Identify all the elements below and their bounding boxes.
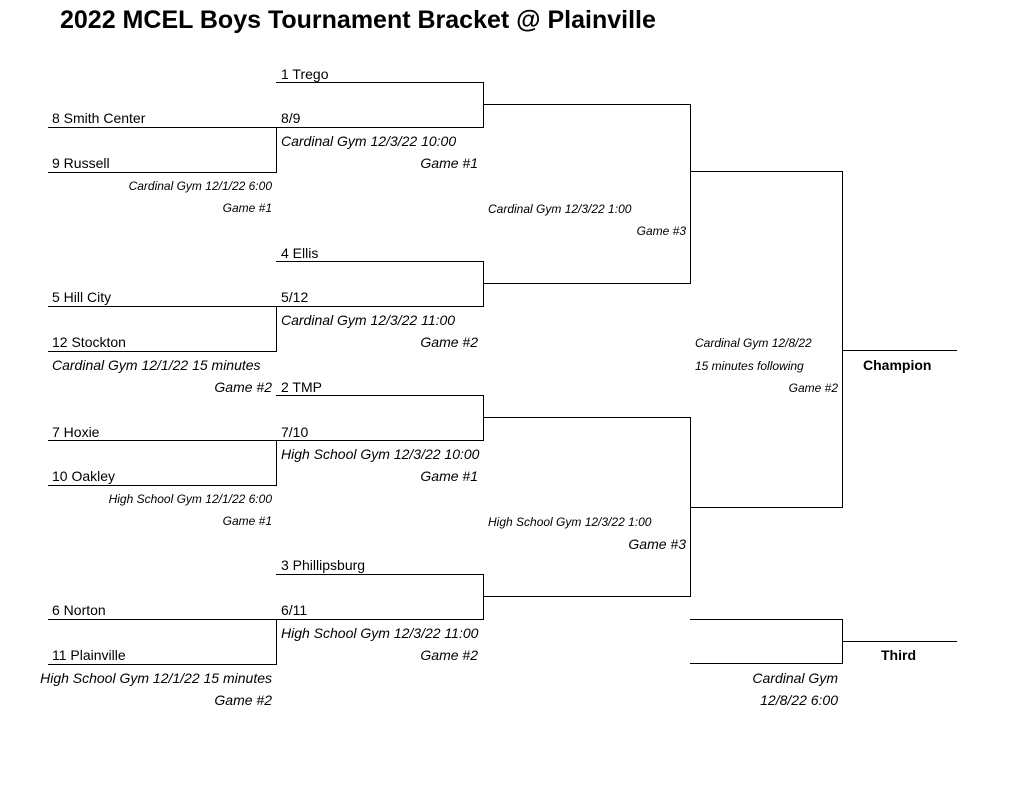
game-location: High School Gym 12/1/22 15 minutes (40, 670, 272, 686)
bracket-line (276, 82, 484, 83)
bracket-connector (276, 440, 277, 485)
game-number: Game #3 (628, 536, 686, 552)
game-location: High School Gym 12/3/22 1:00 (488, 515, 652, 529)
bracket-line (276, 127, 484, 128)
bracket-line (276, 395, 484, 396)
champion-line (842, 350, 957, 351)
third-label: Third (881, 647, 916, 663)
bracket-line (276, 574, 484, 575)
game-location: Cardinal Gym 12/1/22 15 minutes (52, 357, 261, 373)
game-number: Game #1 (420, 468, 478, 484)
team-trego: 1 Trego (281, 66, 329, 82)
bracket-line (48, 440, 277, 441)
bracket-line (48, 485, 277, 486)
team-hoxie: 7 Hoxie (52, 424, 100, 440)
team-tmp: 2 TMP (281, 379, 322, 395)
game-number: Game #3 (636, 224, 686, 238)
bracket-line (276, 440, 484, 441)
bracket-line (48, 172, 277, 173)
final-time: 15 minutes following (695, 359, 804, 373)
game-location: Cardinal Gym 12/3/22 1:00 (488, 202, 632, 216)
team-plainville: 11 Plainville (52, 647, 126, 663)
game-number: Game #1 (222, 514, 272, 528)
bracket-line (48, 306, 277, 307)
bracket-line (48, 664, 277, 665)
bracket-line (690, 171, 843, 172)
bracket-connector (690, 104, 691, 283)
bracket-line (48, 127, 277, 128)
team-oakley: 10 Oakley (52, 468, 116, 484)
game-number: Game #2 (214, 692, 272, 708)
team-stockton: 12 Stockton (52, 334, 126, 350)
bracket-line (48, 619, 277, 620)
bracket-connector (842, 171, 843, 507)
bracket-line (276, 306, 484, 307)
game-location: Cardinal Gym 12/1/22 6:00 (128, 179, 272, 193)
bracket-line (48, 351, 277, 352)
game-number: Game #1 (222, 201, 272, 215)
winner-slot: 7/10 (281, 424, 309, 440)
game-number: Game #2 (420, 334, 478, 350)
bracket-connector (276, 127, 277, 172)
bracket-line (276, 619, 484, 620)
third-time: 12/8/22 6:00 (760, 692, 838, 708)
bracket-line (483, 417, 691, 418)
third-location: Cardinal Gym (752, 670, 838, 686)
game-number: Game #1 (420, 155, 478, 171)
game-location: Cardinal Gym 12/3/22 11:00 (281, 312, 456, 328)
game-location: High School Gym 12/1/22 6:00 (108, 492, 272, 506)
third-line (842, 641, 957, 642)
game-number: Game #2 (214, 379, 272, 395)
winner-slot: 5/12 (281, 289, 309, 305)
game-location: High School Gym 12/3/22 11:00 (281, 625, 479, 641)
game-number: Game #2 (420, 647, 478, 663)
team-smith-center: 8 Smith Center (52, 110, 146, 126)
bracket-line (276, 261, 484, 262)
winner-slot: 8/9 (281, 110, 301, 126)
winner-slot: 6/11 (281, 602, 308, 618)
game-location: High School Gym 12/3/22 10:00 (281, 446, 480, 462)
bracket-line (483, 283, 691, 284)
bracket-line (690, 663, 843, 664)
bracket-connector (276, 306, 277, 351)
team-hill-city: 5 Hill City (52, 289, 112, 305)
bracket-connector (690, 417, 691, 596)
team-ellis: 4 Ellis (281, 245, 319, 261)
game-number: Game #2 (788, 381, 838, 395)
bracket-connector (276, 619, 277, 664)
bracket-line (483, 104, 691, 105)
game-location: Cardinal Gym 12/3/22 10:00 (281, 133, 457, 149)
bracket-line (690, 507, 843, 508)
team-phillipsburg: 3 Phillipsburg (281, 557, 366, 573)
final-location: Cardinal Gym 12/8/22 (695, 336, 812, 350)
team-norton: 6 Norton (52, 602, 106, 618)
page-title: 2022 MCEL Boys Tournament Bracket @ Plai… (60, 6, 656, 34)
champion-label: Champion (863, 357, 932, 373)
team-russell: 9 Russell (52, 155, 110, 171)
bracket-line (483, 596, 691, 597)
bracket-line (690, 619, 843, 620)
